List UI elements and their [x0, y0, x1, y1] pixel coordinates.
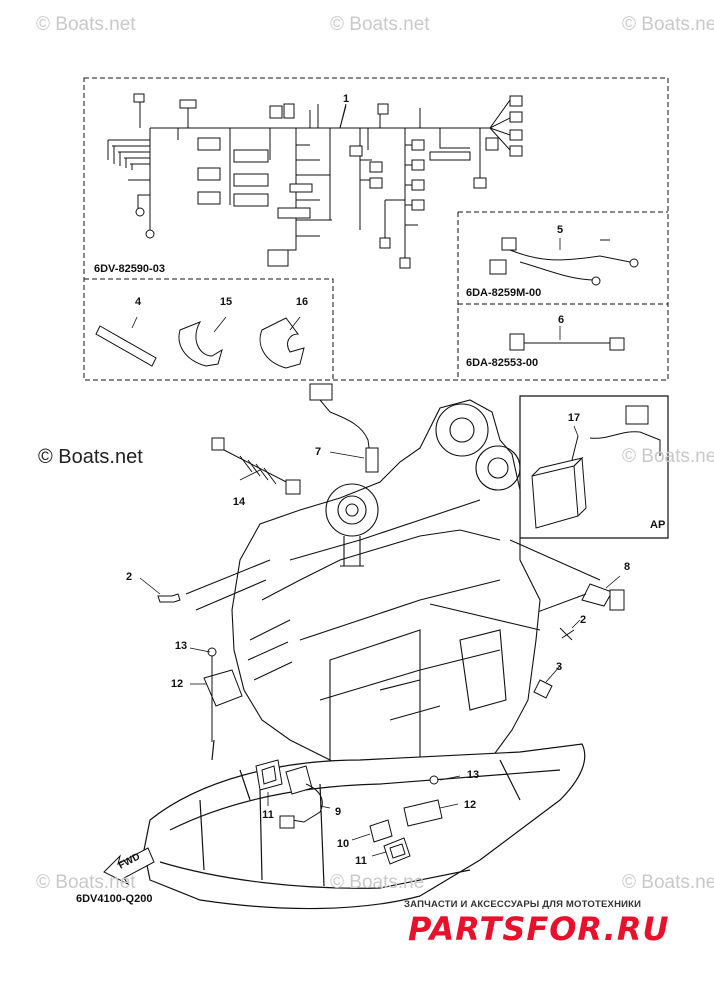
harness-connectors — [133, 93, 523, 269]
bolts — [157, 593, 575, 785]
callout-1: 1 — [342, 93, 350, 105]
callout-7: 7 — [314, 446, 322, 458]
cap-10 — [369, 819, 393, 843]
callout-10: 10 — [336, 838, 350, 850]
callout-17: 17 — [567, 412, 581, 424]
footer-brand: PARTSFOR.RU — [408, 910, 670, 948]
part-code-sub-harness-6: 6DA-82553-00 — [466, 357, 539, 369]
fwd-arrow — [103, 847, 155, 886]
diagram-code: 6DV4100-Q200 — [76, 893, 153, 905]
watermark-top-left: © Boats.net — [36, 14, 136, 35]
callout-9: 9 — [334, 806, 342, 818]
callout-2: 2 — [125, 571, 133, 583]
sub-harness-6 — [509, 333, 625, 351]
callout-13-right: 13 — [466, 769, 480, 781]
callout-3: 3 — [555, 661, 563, 673]
watermark-bottom-right: © Boats.ne — [622, 872, 714, 893]
harness-group-box — [83, 77, 669, 381]
callout-14: 14 — [232, 496, 246, 508]
switch-9 — [279, 765, 323, 829]
watermark-bottom-left: © Boats.net — [36, 872, 136, 893]
engine-block — [185, 399, 601, 791]
part-code-harness: 6DV-82590-03 — [94, 263, 165, 275]
watermark-bottom-center: © Boats.ne — [330, 872, 425, 893]
sensor-7 — [309, 383, 379, 473]
grommet-11-right — [383, 837, 411, 865]
watermark-top-center: © Boats.net — [330, 14, 430, 35]
callout-12-right: 12 — [463, 799, 477, 811]
watermark-top-right: © Boats.ne — [622, 14, 714, 35]
callout-11-right: 11 — [355, 855, 367, 867]
watermark-mid-right: © Boats.ne — [622, 446, 714, 467]
callout-13-left: 13 — [174, 640, 188, 652]
callout-6: 6 — [557, 314, 565, 326]
callout-12-left: 12 — [170, 678, 184, 690]
watermark-mid-left: © Boats.net — [38, 446, 143, 468]
callout-5: 5 — [556, 224, 564, 236]
callout-11-left: 11 — [262, 809, 274, 821]
part-code-sub-harness-5: 6DA-8259M-00 — [466, 287, 542, 299]
sub-harness-5 — [489, 237, 639, 286]
bracket-12-right — [403, 799, 443, 827]
cable-tie — [95, 325, 157, 367]
ap-box-label: AP — [650, 519, 666, 531]
callout-8: 8 — [623, 561, 631, 573]
clamp-16 — [259, 317, 305, 369]
sensor-14 — [211, 437, 301, 495]
footer-subtitle: ЗАПЧАСТИ И АКСЕССУАРЫ ДЛЯ МОТОТЕХНИКИ — [404, 899, 642, 910]
bottom-cowling — [143, 739, 586, 910]
callout-16: 16 — [295, 296, 309, 308]
callout-4: 4 — [134, 296, 142, 308]
callout-2-right: 2 — [579, 614, 587, 626]
clamp-15 — [178, 321, 223, 367]
leader-lines — [131, 105, 621, 857]
wire-harness — [107, 99, 511, 260]
callout-15: 15 — [219, 296, 233, 308]
grommet-11-left — [255, 759, 283, 791]
bracket-12-left — [203, 656, 243, 742]
